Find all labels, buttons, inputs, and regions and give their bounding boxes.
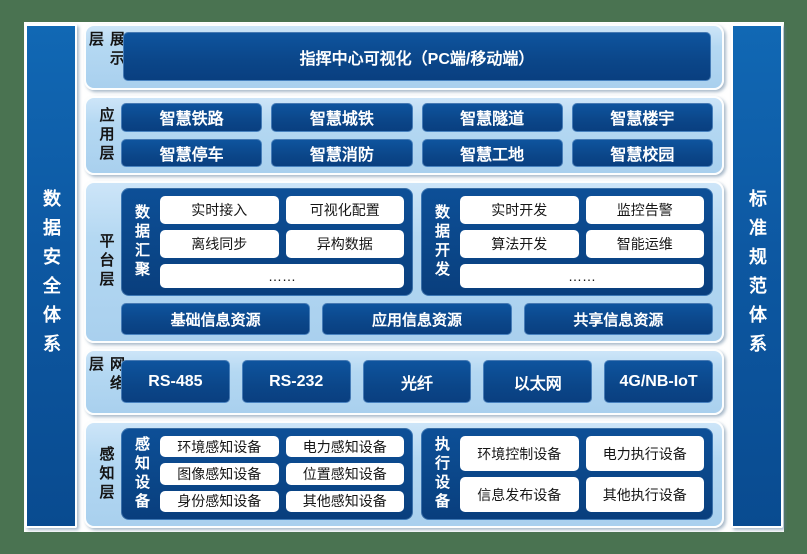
layer-display-label: 展示层 [87,31,125,69]
device-pill: 其他感知设备 [285,490,404,512]
resource-box: 基础信息资源 [121,303,311,335]
pillar-standards: 标准规范体系 [731,24,783,528]
group-actuator-devices-label: 执行设备 [433,436,450,512]
layer-platform-label: 平台层 [97,233,115,291]
platform-pill: 算法开发 [460,230,579,259]
layer-platform-content: 数据汇聚 实时接入 可视化配置 离线同步 异构数据 …… 数 [121,188,713,335]
device-pill: 环境感知设备 [160,436,279,458]
layer-platform: 平台层 数据汇聚 实时接入 可视化配置 离线同步 异构数据 [84,181,724,343]
app-box: 智慧停车 [121,138,263,168]
command-center-box: 指挥中心可视化（PC端/移动端） [123,32,711,81]
platform-pill-ellipsis: …… [460,264,704,288]
group-sensing-devices-grid: 环境感知设备 电力感知设备 图像感知设备 位置感知设备 身份感知设备 其他感知设… [160,436,404,512]
group-actuator-devices: 执行设备 环境控制设备 电力执行设备 信息发布设备 其他执行设备 [421,428,713,520]
network-box: 4G/NB-IoT [604,360,713,403]
group-sensing-devices: 感知设备 环境感知设备 电力感知设备 图像感知设备 位置感知设备 身份感知设备 … [121,428,413,520]
platform-groups-row: 数据汇聚 实时接入 可视化配置 离线同步 异构数据 …… 数 [121,188,713,296]
app-box: 智慧隧道 [421,103,563,132]
device-pill: 身份感知设备 [160,490,279,512]
layer-perception-label: 感知层 [97,445,115,503]
group-data-development: 数据开发 实时开发 监控告警 算法开发 智能运维 …… [421,188,713,296]
diagram-canvas: 数据安全体系 展示层 指挥中心可视化（PC端/移动端） 应用层 智慧铁路 [24,22,784,532]
device-pill: 其他执行设备 [585,477,704,512]
platform-pill: 监控告警 [585,196,704,225]
platform-pill: 智能运维 [585,230,704,259]
device-pill: 信息发布设备 [460,477,579,512]
network-box: RS-485 [121,360,230,403]
group-data-development-grid: 实时开发 监控告警 算法开发 智能运维 …… [460,196,704,288]
device-pill: 环境控制设备 [460,436,579,471]
layer-perception-content: 感知设备 环境感知设备 电力感知设备 图像感知设备 位置感知设备 身份感知设备 … [121,428,713,520]
layer-display: 展示层 指挥中心可视化（PC端/移动端） [84,24,724,90]
network-box: RS-232 [241,360,351,403]
group-data-aggregation-label: 数据汇聚 [133,204,150,281]
app-box: 智慧城铁 [271,103,413,132]
perception-groups-row: 感知设备 环境感知设备 电力感知设备 图像感知设备 位置感知设备 身份感知设备 … [121,428,713,520]
application-grid: 智慧铁路 智慧城铁 智慧隧道 智慧楼宇 智慧停车 智慧消防 智慧工地 智慧校园 [121,103,713,168]
platform-resources-row: 基础信息资源 应用信息资源 共享信息资源 [121,303,713,335]
app-box: 智慧楼宇 [571,103,713,132]
pillar-standards-label: 标准规范体系 [747,189,767,363]
resource-box: 共享信息资源 [523,303,713,335]
pillar-data-security: 数据安全体系 [25,24,77,528]
layer-display-content: 指挥中心可视化（PC端/移动端） [121,31,713,82]
network-row: RS-485 RS-232 光纤 以太网 4G/NB-IoT [121,356,713,407]
layer-display-label-wrap: 展示层 [87,31,125,82]
platform-pill: 离线同步 [160,230,279,259]
platform-pill: 可视化配置 [285,196,404,225]
group-data-development-label: 数据开发 [433,204,450,281]
device-pill: 图像感知设备 [160,463,279,485]
layer-application: 应用层 智慧铁路 智慧城铁 智慧隧道 智慧楼宇 智慧停车 智慧消防 智慧工地 智… [84,96,724,176]
layer-stack: 展示层 指挥中心可视化（PC端/移动端） 应用层 智慧铁路 智慧城铁 智慧隧道 … [84,24,724,528]
group-data-aggregation: 数据汇聚 实时接入 可视化配置 离线同步 异构数据 …… [121,188,413,296]
device-pill: 电力感知设备 [285,436,404,458]
platform-pill: 异构数据 [285,230,404,259]
platform-pill-ellipsis: …… [160,264,404,288]
group-data-aggregation-grid: 实时接入 可视化配置 离线同步 异构数据 …… [160,196,404,288]
app-box: 智慧消防 [271,138,413,168]
device-pill: 电力执行设备 [585,436,704,471]
layer-network-label: 网络层 [87,356,125,394]
device-pill: 位置感知设备 [285,463,404,485]
pillar-data-security-label: 数据安全体系 [41,189,61,363]
app-box: 智慧校园 [571,138,713,168]
layer-network-label-wrap: 网络层 [87,356,125,407]
resource-box: 应用信息资源 [322,303,512,335]
app-box: 智慧工地 [421,138,563,168]
layer-network-content: RS-485 RS-232 光纤 以太网 4G/NB-IoT [121,356,713,407]
layer-network: 网络层 RS-485 RS-232 光纤 以太网 4G/NB-IoT [84,349,724,415]
layer-application-content: 智慧铁路 智慧城铁 智慧隧道 智慧楼宇 智慧停车 智慧消防 智慧工地 智慧校园 [121,103,713,168]
platform-column: 数据汇聚 实时接入 可视化配置 离线同步 异构数据 …… 数 [121,188,713,335]
layer-application-label-wrap: 应用层 [91,103,121,167]
group-sensing-devices-label: 感知设备 [133,436,150,512]
layer-application-label: 应用层 [97,106,115,164]
layer-platform-label-wrap: 平台层 [91,188,121,335]
network-box: 光纤 [362,360,472,403]
platform-pill: 实时接入 [160,196,279,225]
network-box: 以太网 [483,360,593,403]
layer-perception: 感知层 感知设备 环境感知设备 电力感知设备 图像感知设备 位置感知设备 身份感… [84,421,724,528]
layer-perception-label-wrap: 感知层 [91,428,121,520]
platform-pill: 实时开发 [460,196,579,225]
group-actuator-devices-grid: 环境控制设备 电力执行设备 信息发布设备 其他执行设备 [460,436,704,512]
app-box: 智慧铁路 [121,103,263,132]
